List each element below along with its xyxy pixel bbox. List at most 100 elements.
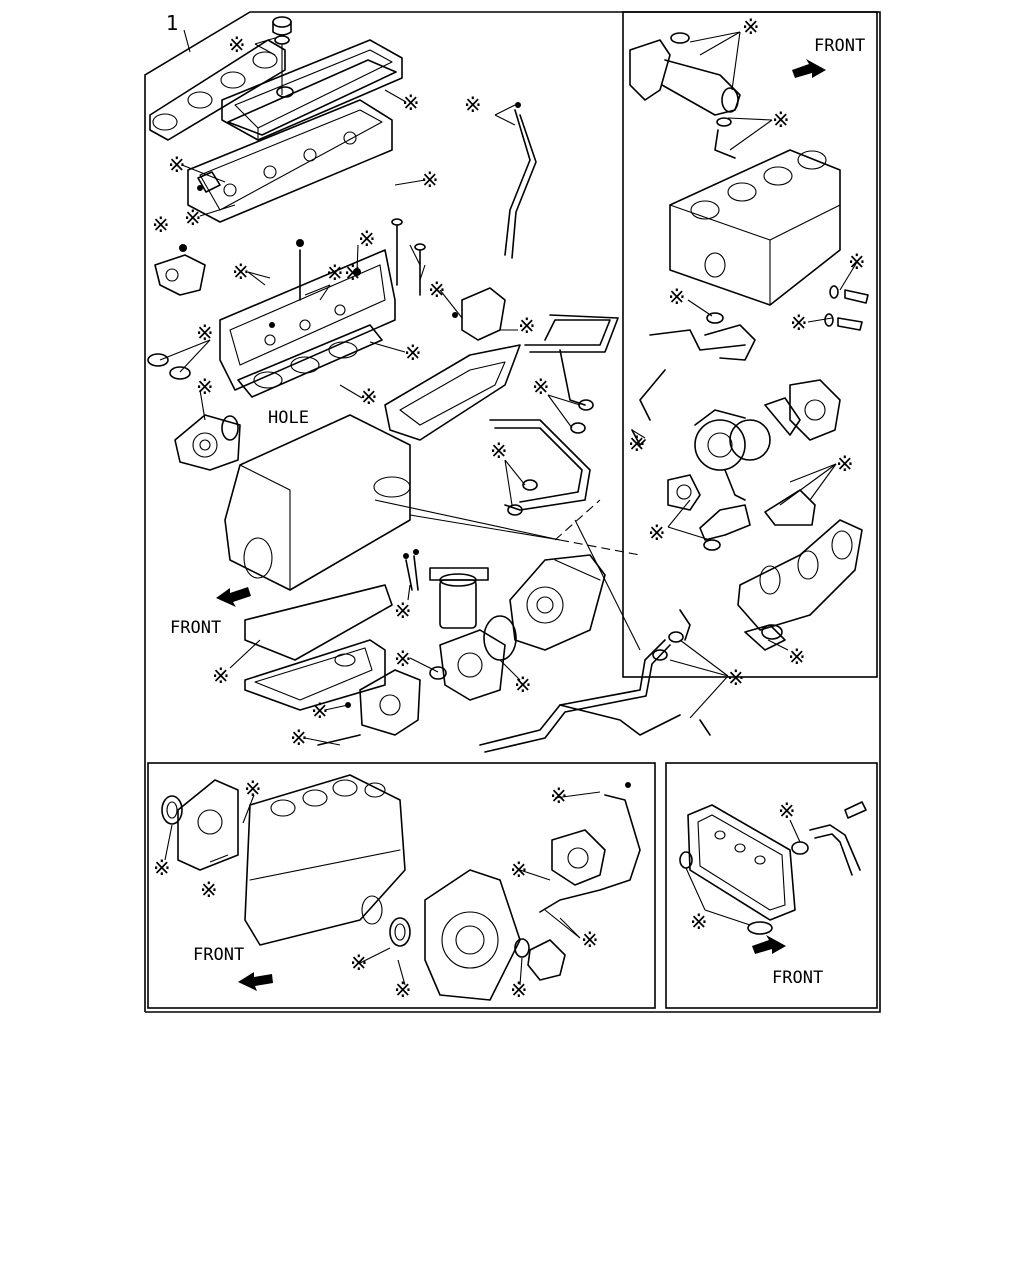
asterisk-mark: ※ bbox=[311, 699, 329, 723]
front-arrow-rear-inset bbox=[238, 972, 273, 991]
manifold-gasket-inset bbox=[744, 624, 786, 651]
asterisk-mark: ※ bbox=[532, 375, 550, 399]
cooler-inset-panel bbox=[665, 762, 878, 1009]
turbo-inset-gasket-loop bbox=[764, 489, 816, 526]
rear-cover-plate bbox=[514, 938, 566, 981]
asterisk-mark: ※ bbox=[727, 666, 745, 690]
asterisk-mark: ※ bbox=[153, 856, 171, 880]
hole-label: HOLE bbox=[268, 408, 309, 428]
asterisk-mark: ※ bbox=[232, 260, 250, 284]
asterisk-mark: ※ bbox=[848, 250, 866, 274]
asterisk-mark: ※ bbox=[510, 858, 528, 882]
asterisk-mark: ※ bbox=[648, 521, 666, 545]
rear-block-inset-panel bbox=[147, 762, 656, 1009]
asterisk-mark: ※ bbox=[788, 645, 806, 669]
asterisk-mark: ※ bbox=[428, 278, 446, 302]
asterisk-mark: ※ bbox=[344, 261, 362, 285]
front-label-cooler-inset: FRONT bbox=[772, 968, 823, 988]
thermostat-housing bbox=[154, 244, 206, 296]
asterisk-mark: ※ bbox=[360, 385, 378, 409]
asterisk-mark: ※ bbox=[196, 375, 214, 399]
oil-pan-gasket bbox=[244, 584, 393, 661]
exhaust-manifold-inset bbox=[737, 519, 863, 631]
o-ring-set-center bbox=[507, 399, 594, 516]
asterisk-mark: ※ bbox=[581, 928, 599, 952]
asterisk-mark: ※ bbox=[668, 285, 686, 309]
asterisk-mark: ※ bbox=[394, 978, 412, 1002]
asterisk-mark: ※ bbox=[490, 439, 508, 463]
asterisk-mark: ※ bbox=[394, 599, 412, 623]
vacuum-pump bbox=[551, 829, 606, 886]
cylinder-head bbox=[219, 239, 396, 391]
intake-manifold-upper bbox=[187, 99, 393, 223]
asterisk-mark: ※ bbox=[790, 311, 808, 335]
asterisk-mark: ※ bbox=[394, 647, 412, 671]
asterisk-mark: ※ bbox=[772, 108, 790, 132]
asterisk-mark: ※ bbox=[464, 93, 482, 117]
egr-cooler-pipe bbox=[629, 32, 741, 159]
injection-pump bbox=[509, 554, 606, 651]
asterisk-mark: ※ bbox=[518, 314, 536, 338]
front-label-rear-inset: FRONT bbox=[193, 945, 244, 965]
front-arrow-cooler-inset bbox=[752, 935, 786, 954]
sensor-part bbox=[197, 171, 221, 193]
front-label-main: FRONT bbox=[170, 618, 221, 638]
water-pump bbox=[174, 414, 241, 471]
asterisk-mark: ※ bbox=[778, 799, 796, 823]
asterisk-mark: ※ bbox=[628, 432, 646, 456]
rear-inset-leaders bbox=[164, 791, 601, 986]
asterisk-mark: ※ bbox=[421, 168, 439, 192]
vacuum-hose bbox=[539, 782, 641, 913]
asterisk-mark: ※ bbox=[200, 878, 218, 902]
asterisk-mark: ※ bbox=[550, 784, 568, 808]
asterisk-mark: ※ bbox=[228, 33, 246, 57]
rear-oil-seal bbox=[389, 917, 411, 947]
turbo-inset-bolts bbox=[824, 285, 869, 331]
turbo-inset-panel bbox=[622, 11, 878, 678]
valve-cover-gasket bbox=[227, 59, 397, 136]
oil-feed-pipe bbox=[479, 609, 711, 753]
egr-valve bbox=[452, 287, 506, 341]
asterisk-mark: ※ bbox=[402, 91, 420, 115]
o-ring-left-pair bbox=[147, 353, 191, 380]
engine-block bbox=[224, 414, 411, 591]
front-arrow-main bbox=[216, 587, 251, 607]
asterisk-mark: ※ bbox=[690, 910, 708, 934]
asterisk-mark: ※ bbox=[350, 951, 368, 975]
asterisk-mark: ※ bbox=[212, 664, 230, 688]
fuel-injection-pipe bbox=[504, 102, 537, 259]
exhaust-manifold bbox=[384, 344, 521, 441]
turbo-outlet-gasket bbox=[667, 474, 701, 511]
turbocharger bbox=[694, 409, 771, 501]
oil-inlet-pipe bbox=[631, 312, 756, 446]
injector-bolts bbox=[299, 218, 426, 301]
item-number: 1 bbox=[166, 11, 179, 35]
asterisk-mark: ※ bbox=[514, 673, 532, 697]
main-panel-asterisks: ※ ※ ※ ※ ※ ※ ※ ※ ※ ※ ※ ※ ※ ※ ※ ※ ※ ※ ※ ※ … bbox=[152, 33, 745, 750]
oil-filler-cap bbox=[272, 16, 292, 95]
cooler-inset-leaders bbox=[685, 819, 801, 926]
front-arrow-turbo-inset bbox=[792, 59, 826, 78]
asterisk-mark: ※ bbox=[358, 227, 376, 251]
rear-inset-asterisks: ※ ※ ※ ※ ※ ※ ※ ※ ※ bbox=[153, 777, 599, 1002]
oil-filter bbox=[429, 567, 489, 629]
asterisk-mark: ※ bbox=[184, 206, 202, 230]
egr-valve-inset bbox=[764, 379, 841, 441]
oil-cooler-inset bbox=[687, 804, 796, 921]
supply-pump bbox=[317, 669, 421, 746]
asterisk-mark: ※ bbox=[510, 978, 528, 1002]
cylinder-head-gasket bbox=[237, 324, 383, 398]
asterisk-mark: ※ bbox=[168, 153, 186, 177]
asterisk-mark: ※ bbox=[742, 15, 760, 39]
front-cover bbox=[161, 779, 239, 871]
turbo-inset-asterisks: ※ ※ ※ ※ ※ ※ ※ ※ ※ bbox=[628, 15, 866, 669]
main-panel-outline bbox=[144, 11, 881, 1013]
valve-cover bbox=[221, 39, 403, 141]
main-callout-leaders bbox=[159, 37, 729, 746]
asterisk-mark: ※ bbox=[152, 213, 170, 237]
turbo-elbow bbox=[699, 504, 751, 551]
pump-dashed-leaders bbox=[554, 499, 641, 556]
asterisk-mark: ※ bbox=[836, 452, 854, 476]
oil-return-pipe bbox=[489, 419, 591, 511]
rear-inset-block bbox=[244, 774, 406, 946]
